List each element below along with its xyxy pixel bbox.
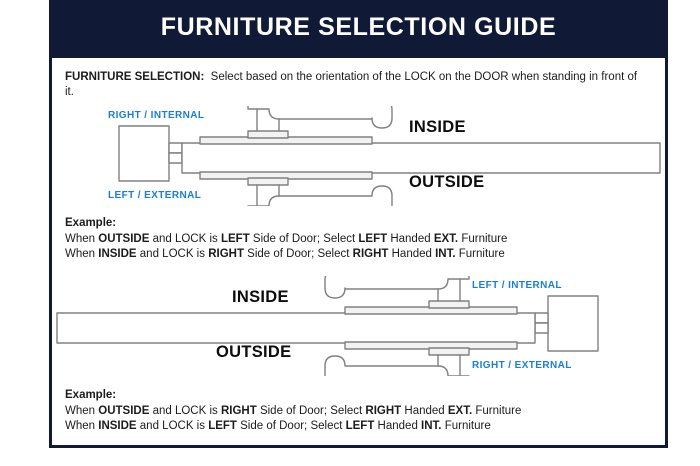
text: and LOCK is — [136, 420, 209, 432]
example-block-2: Example: When OUTSIDE and LOCK is RIGHT … — [65, 388, 660, 435]
text-strong: EXT. — [433, 232, 459, 245]
text-strong: LEFT — [208, 420, 237, 432]
lever-handle-outside — [324, 355, 470, 376]
text: Furniture — [458, 232, 508, 245]
diagram-1-label-right-internal: RIGHT / INTERNAL — [108, 110, 205, 121]
header-bar: FURNITURE SELECTION GUIDE — [49, 0, 668, 55]
example-1-line-1: When OUTSIDE and LOCK is LEFT Side of Do… — [65, 232, 660, 248]
text: Side of Door; Select — [256, 404, 366, 417]
latch-upper — [168, 142, 183, 154]
diagram-1-label-outside: OUTSIDE — [409, 173, 485, 191]
door-slab — [56, 312, 536, 344]
example-1-line-2: When INSIDE and LOCK is RIGHT Side of Do… — [65, 247, 660, 263]
text-strong: OUTSIDE — [98, 404, 150, 417]
text-strong: INSIDE — [98, 248, 137, 260]
rose-boss-inside — [428, 300, 470, 309]
diagram-2-label-right-external: RIGHT / EXTERNAL — [472, 360, 572, 371]
diagram-2-label-outside: OUTSIDE — [216, 343, 292, 361]
text-strong: RIGHT — [365, 404, 402, 417]
example-1-heading: Example: — [65, 217, 117, 229]
text-strong: INT. — [421, 420, 442, 432]
diagram-1-drawing — [118, 106, 661, 206]
text: and LOCK is — [149, 232, 221, 245]
text-strong: INSIDE — [98, 420, 137, 432]
text-strong: LEFT — [220, 232, 250, 245]
text: Side of Door; Select — [243, 248, 353, 260]
text-strong: RIGHT — [352, 248, 389, 260]
lever-handle-inside — [247, 106, 393, 129]
text: When — [65, 420, 99, 432]
text: and LOCK is — [136, 248, 209, 260]
text: Handed — [388, 248, 436, 260]
diagram-2-label-left-internal: LEFT / INTERNAL — [472, 280, 562, 291]
content-panel: FURNITURE SELECTION: Select based on the… — [49, 55, 668, 448]
latch-lower — [534, 322, 549, 334]
lever-handle-outside — [247, 185, 393, 206]
lever-handle-inside — [324, 276, 470, 299]
text: When — [65, 232, 99, 245]
text: Handed — [401, 404, 448, 417]
lock-on-left-diagram: RIGHT / INTERNAL LEFT / EXTERNAL INSIDE … — [52, 106, 665, 206]
diagram-1-label-left-external: LEFT / EXTERNAL — [108, 190, 202, 201]
diagram-1-label-inside: INSIDE — [409, 118, 466, 136]
intro-body: Select based on the orientation of the L… — [65, 71, 638, 98]
text-strong: RIGHT — [208, 248, 244, 260]
example-block-1: Example: When OUTSIDE and LOCK is LEFT S… — [65, 216, 660, 263]
diagram-2-label-inside: INSIDE — [232, 288, 289, 306]
text: and LOCK is — [149, 404, 221, 417]
door-slab — [181, 142, 661, 174]
text: When — [65, 248, 99, 260]
page-title: FURNITURE SELECTION GUIDE — [160, 13, 557, 41]
text: Furniture — [472, 404, 522, 417]
text-strong: INT. — [435, 248, 456, 260]
text-strong: EXT. — [447, 404, 473, 417]
text: Handed — [374, 420, 422, 432]
text: Furniture — [455, 248, 505, 260]
latch-upper — [534, 312, 549, 324]
text-strong: RIGHT — [220, 404, 257, 417]
text-strong: OUTSIDE — [98, 232, 150, 245]
intro-lead: FURNITURE SELECTION: — [65, 71, 205, 83]
text: Side of Door; Select — [249, 232, 359, 245]
text: Furniture — [441, 420, 491, 432]
latch-lower — [168, 152, 183, 164]
example-2-line-2: When INSIDE and LOCK is LEFT Side of Doo… — [65, 419, 660, 435]
intro-paragraph: FURNITURE SELECTION: Select based on the… — [65, 70, 645, 100]
example-2-heading: Example: — [65, 389, 117, 401]
lock-on-right-diagram: LEFT / INTERNAL RIGHT / EXTERNAL INSIDE … — [52, 276, 665, 376]
rose-boss-outside — [247, 177, 289, 186]
text: Side of Door; Select — [236, 420, 346, 432]
text-strong: LEFT — [345, 420, 375, 432]
lock-case — [118, 125, 170, 182]
rose-boss-inside — [247, 130, 289, 139]
text: When — [65, 404, 99, 417]
rose-boss-outside — [428, 347, 470, 356]
lock-case — [547, 295, 599, 352]
text: Handed — [387, 232, 434, 245]
example-2-line-1: When OUTSIDE and LOCK is RIGHT Side of D… — [65, 404, 660, 420]
diagram-2-drawing — [56, 276, 599, 376]
text-strong: LEFT — [358, 232, 388, 245]
